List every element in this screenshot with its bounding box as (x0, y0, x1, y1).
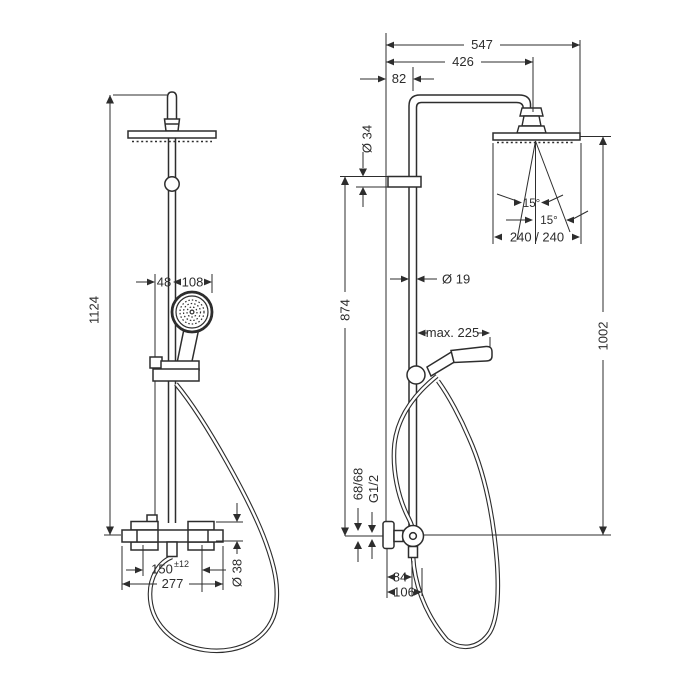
dim-bar-height-label: 874 (338, 299, 353, 321)
dim-hose-clearance-b-label: 106 (393, 585, 415, 600)
dim-head-size-label: 240 / 240 (510, 230, 564, 245)
shower-hose (147, 382, 280, 654)
dim-supply-offset-label: 68/68 (351, 468, 366, 501)
overhead-shower-side (492, 132, 581, 144)
dim-valve-diameter: Ø 38 (216, 503, 245, 587)
spray-cone-lines (516, 140, 571, 244)
dim-valve-diameter-label: Ø 38 (230, 559, 245, 587)
dim-wall-offset-label: 82 (392, 71, 406, 86)
dim-bracket-diameter-label: Ø 34 (360, 125, 375, 153)
dim-handshower-offsets: 48 108 (136, 274, 213, 293)
dim-connection-centers-label: 150 (151, 562, 173, 577)
wall-line (385, 33, 388, 598)
dim-wall-offset: 82 (360, 67, 434, 91)
dim-valve-width-label: 277 (162, 576, 184, 591)
dim-wall-to-bar-label: 48 (157, 275, 171, 290)
dim-connection-centers: 150 ±12 (126, 545, 226, 592)
handshower-holder (149, 356, 200, 382)
dim-bar-to-head-label: 108 (182, 275, 204, 290)
side-view: 547 426 82 (338, 33, 611, 650)
shower-bar-and-arm (408, 94, 532, 526)
dim-head-size: 240 / 240 (492, 143, 582, 245)
wall-bracket (387, 175, 422, 188)
dim-handshower-reach: max. 225 (417, 325, 491, 347)
dim-bar-height: 874 (338, 176, 388, 537)
dim-valve-width: 277 (121, 546, 224, 591)
dim-total-height-label: 1124 (87, 296, 102, 324)
dim-head-height: 1002 (424, 136, 611, 536)
handshower-head-side (450, 345, 493, 364)
dim-spray-angle-a-label: 15° (523, 198, 540, 210)
handshower-holder-side (406, 365, 426, 385)
dim-head-height-label: 1002 (596, 322, 611, 351)
hand-shower-face (170, 290, 214, 334)
wall-supply-valve (382, 520, 425, 559)
dim-bracket-diameter: Ø 34 (356, 125, 388, 207)
dim-arm-reach-label: 426 (452, 54, 474, 69)
dim-hose-clearances: 84 106 (387, 561, 423, 600)
side-dimensions: 547 426 82 (338, 37, 611, 600)
riser-pipe (167, 138, 177, 523)
swivel-joint (164, 176, 180, 192)
dim-hose-clearance-a-label: 84 (393, 570, 407, 585)
dim-total-height: 1124 (87, 94, 167, 536)
dim-arm-reach: 426 (386, 54, 534, 112)
shower-arm-connector (163, 91, 181, 132)
head-connector (516, 107, 547, 134)
dim-supply-offset: 68/68 G1/2 (351, 468, 381, 562)
dim-handshower-reach-label: max. 225 (426, 325, 479, 340)
shower-hose-side (391, 374, 501, 650)
dim-arm-total: 547 (386, 37, 581, 133)
thermostat (121, 514, 224, 558)
dim-arm-total-label: 547 (471, 37, 493, 52)
dim-thread-label: G1/2 (366, 475, 381, 503)
dim-pipe-diameter: Ø 19 (390, 272, 470, 287)
dim-spray-angle-b-label: 15° (540, 215, 557, 227)
front-view: 1124 48 108 150 ±1 (87, 91, 280, 654)
dim-connection-tolerance-label: ±12 (174, 559, 189, 569)
front-dimensions: 1124 48 108 150 ±1 (87, 94, 245, 592)
dim-pipe-diameter-label: Ø 19 (442, 272, 470, 287)
dim-spray-angles: 15° 15° (496, 193, 589, 227)
overhead-shower (127, 130, 217, 143)
